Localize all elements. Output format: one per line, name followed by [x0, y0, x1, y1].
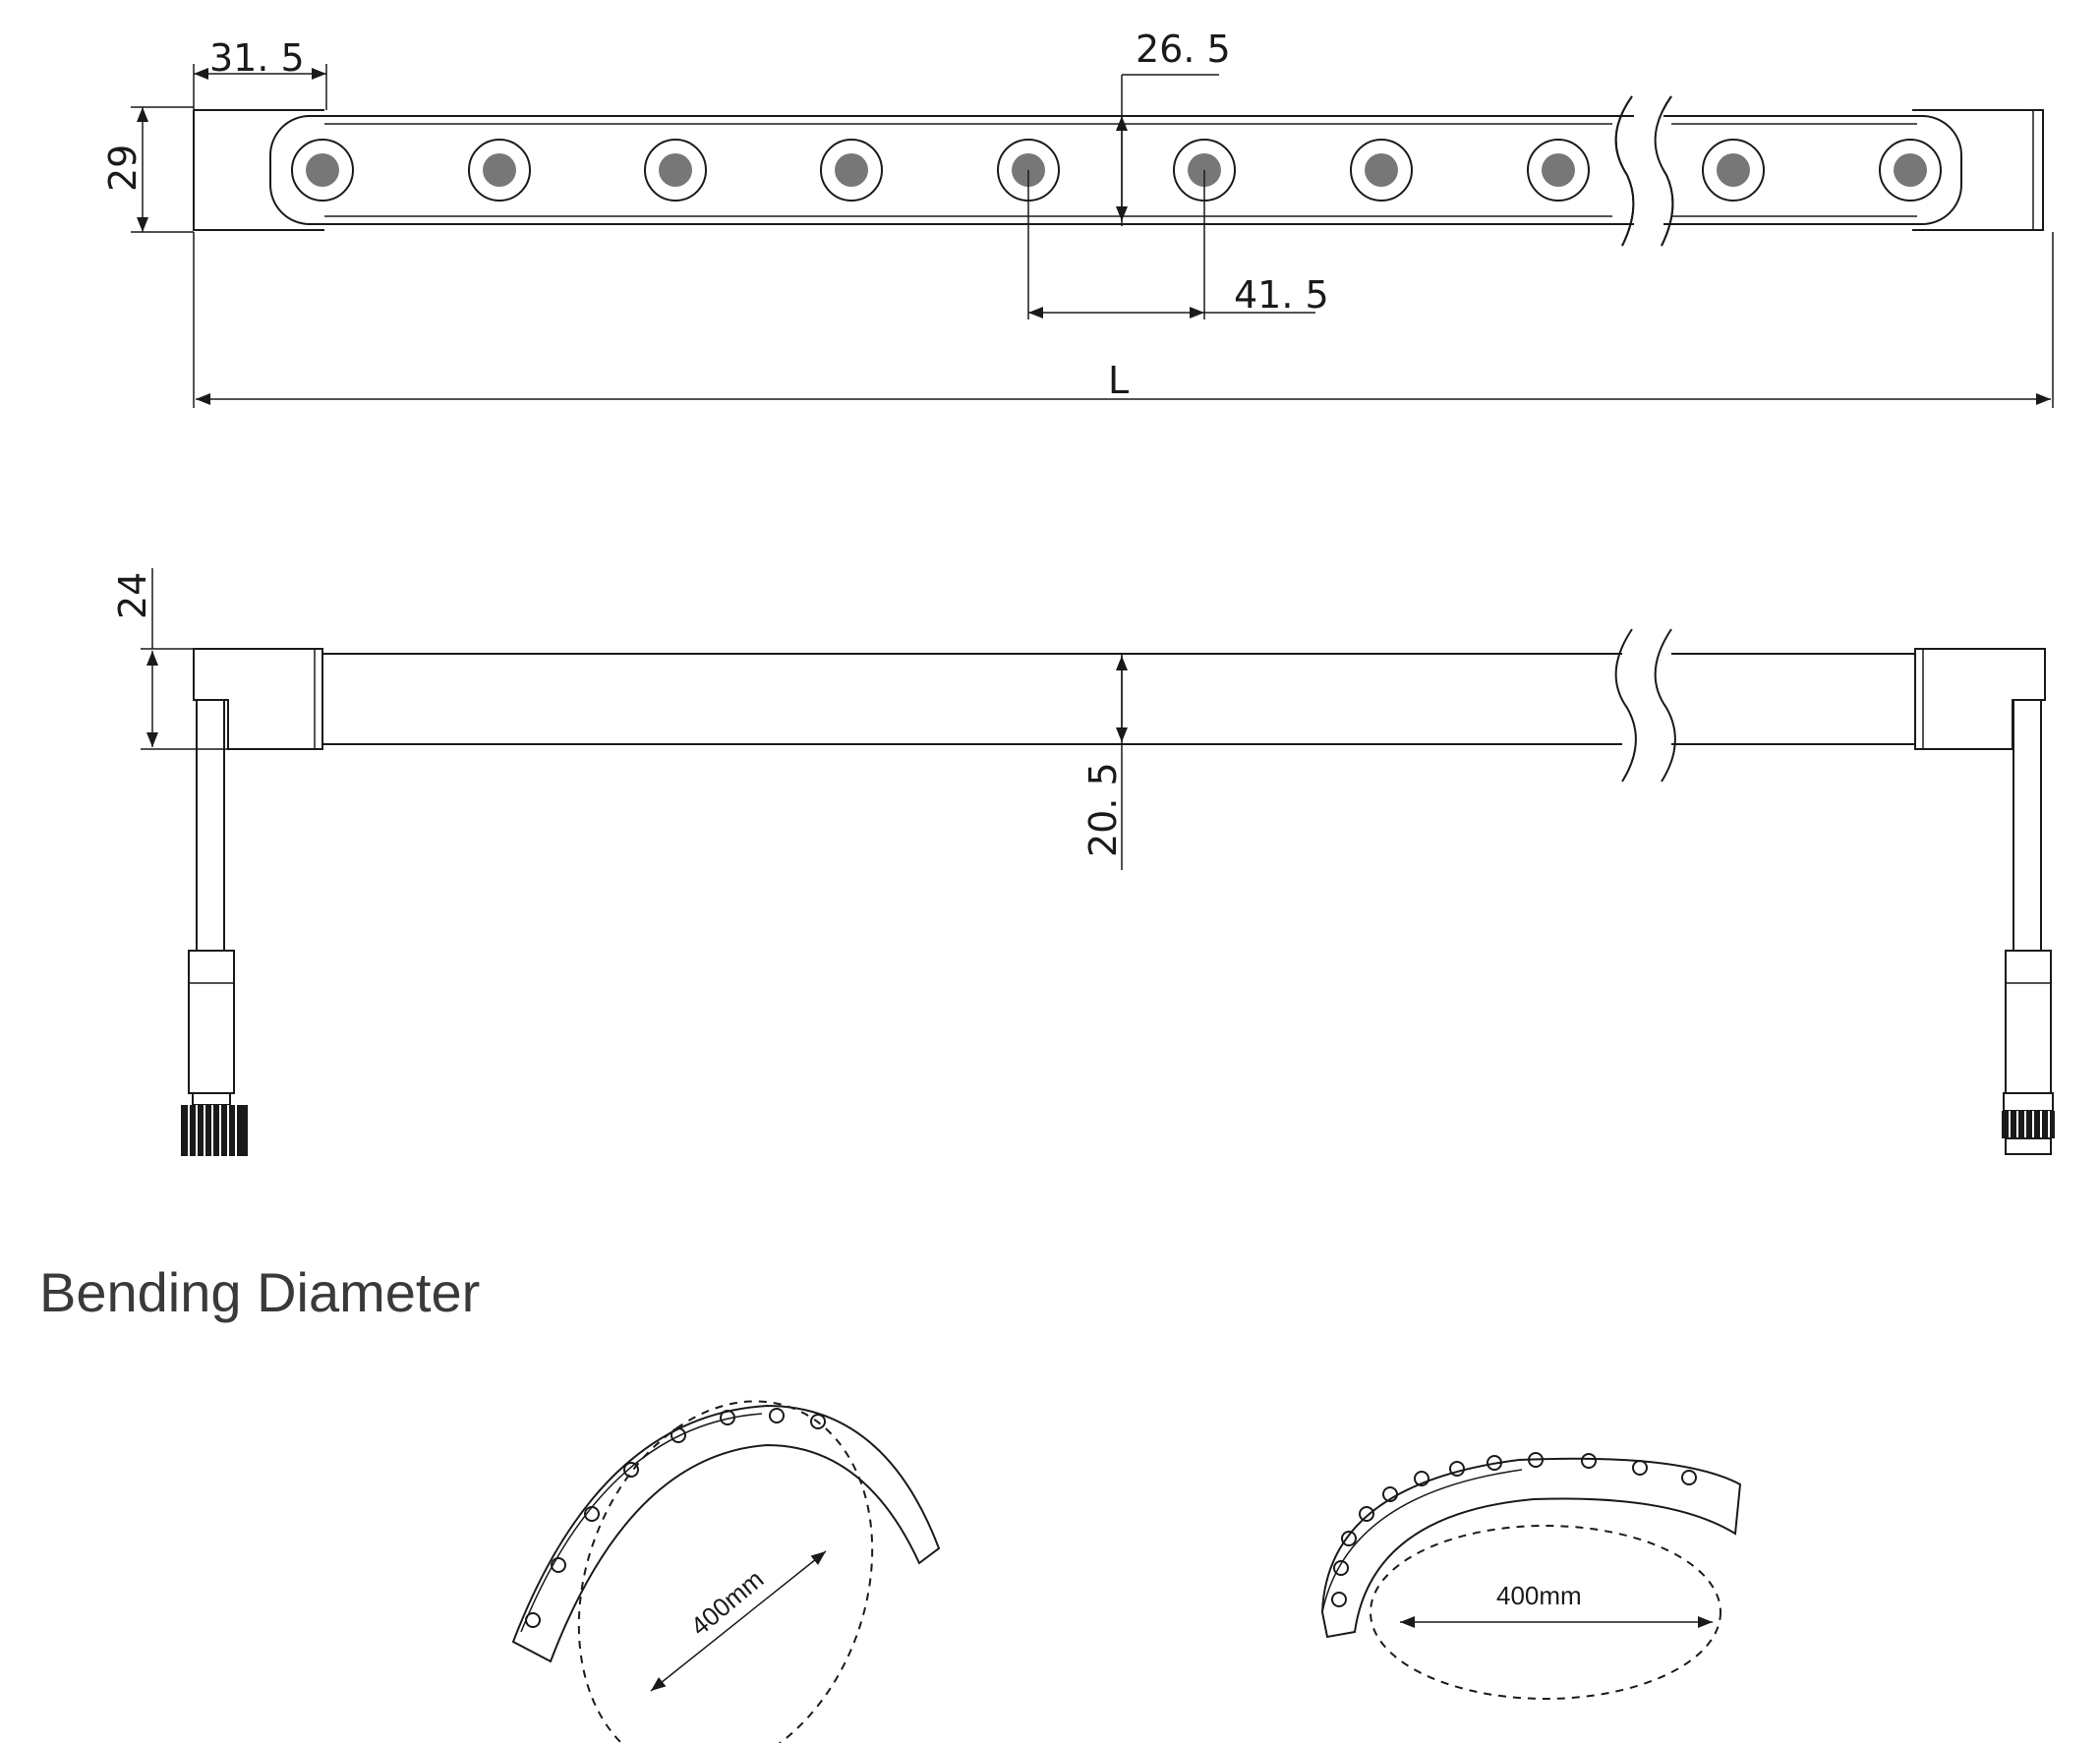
bend-example-vertical: 400mm — [511, 1400, 941, 1743]
right-connector — [2002, 699, 2055, 1155]
profile-body — [269, 115, 1962, 225]
right-end-cap — [1912, 109, 2044, 231]
left-connector — [181, 699, 248, 1156]
left-end-cap — [193, 109, 324, 231]
led — [820, 139, 883, 202]
bent-strip-vertical — [511, 1404, 941, 1663]
bend-label-horizontal: 400mm — [1496, 1581, 1582, 1610]
dim-profile-height-text: 26. 5 — [1136, 28, 1231, 71]
led-row — [291, 139, 1942, 202]
dim-body-width-text: 29 — [101, 145, 145, 192]
led — [1879, 139, 1942, 202]
bent-strip-horizontal — [1320, 1457, 1742, 1639]
dim-side-body: 20. 5 — [1081, 654, 1128, 870]
dim-total-length-text: L — [1108, 359, 1129, 402]
top-view: 31. 5 29 26. 5 41. 5 L — [101, 28, 2054, 408]
dim-profile-height: 26. 5 — [1116, 28, 1231, 226]
led — [291, 139, 354, 202]
led — [1702, 139, 1765, 202]
led — [468, 139, 531, 202]
section-heading: Bending Diameter — [39, 1261, 481, 1323]
dim-end-cap: 31. 5 — [193, 36, 327, 110]
break-mark-side — [1614, 628, 1676, 783]
dim-body-width: 29 — [101, 106, 194, 233]
dim-side-body-text: 20. 5 — [1081, 762, 1125, 857]
led — [1350, 139, 1413, 202]
dim-end-cap-text: 31. 5 — [209, 36, 305, 80]
bend-example-horizontal: 400mm — [1320, 1452, 1742, 1700]
dim-led-pitch: 41. 5 — [1027, 170, 1329, 320]
dim-side-height: 24 — [111, 568, 228, 750]
side-view: 24 20. 5 — [111, 568, 2055, 1156]
dim-side-height-text: 24 — [111, 572, 154, 619]
dim-led-pitch-text: 41. 5 — [1234, 273, 1329, 317]
led — [644, 139, 707, 202]
led — [1527, 139, 1590, 202]
dim-total-length: L — [193, 232, 2054, 408]
